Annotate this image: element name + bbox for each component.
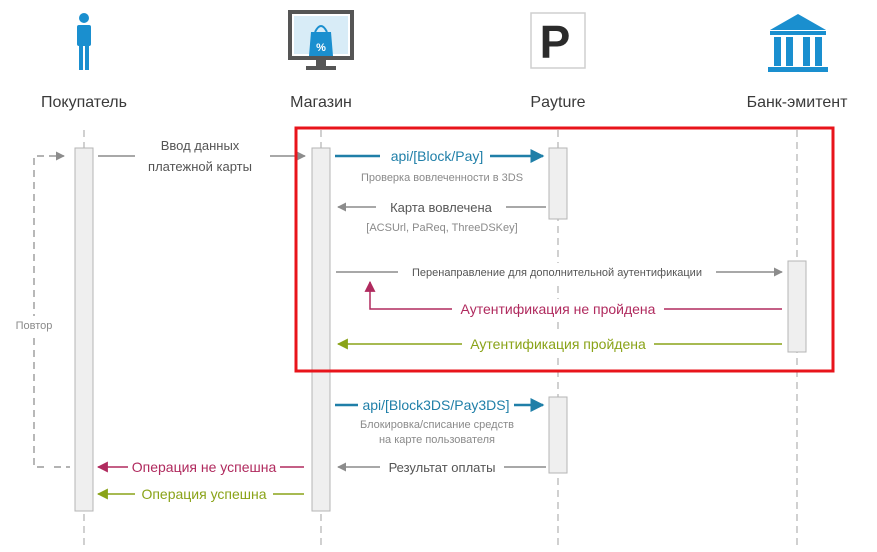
actor-name-bank: Банк-эмитент [747, 94, 849, 111]
retry-label: Повтор [16, 320, 53, 332]
payture-logo-icon: P [530, 12, 586, 69]
message-redirect-auth: Перенаправление для дополнительной аутен… [336, 263, 783, 281]
payment-result-label: Результат оплаты [389, 460, 496, 475]
check-3ds-label: Проверка вовлеченности в 3DS [361, 172, 523, 184]
activation-payture-2 [548, 396, 568, 474]
operation-success-label: Операция успешна [141, 486, 266, 502]
activation-bars [74, 147, 807, 512]
redirect-auth-label: Перенаправление для дополнительной аутен… [412, 267, 702, 279]
shop-monitor-icon: % [288, 10, 354, 70]
actor-name-buyer: Покупатель [41, 94, 127, 111]
operation-failed-label: Операция не успешна [132, 459, 277, 475]
message-operation-success: Операция успешна [96, 484, 304, 504]
percent-glyph: % [316, 42, 326, 54]
bank-building-icon [768, 14, 828, 72]
message-operation-failed: Операция не успешна [96, 457, 304, 477]
message-api-block-pay: api/[Block/Pay] Проверка вовлеченности в… [335, 146, 545, 184]
activation-payture-1 [548, 147, 568, 220]
activation-shop [311, 147, 331, 512]
message-api-3ds: api/[Block3DS/Pay3DS] Блокировка/списани… [335, 395, 545, 446]
auth-failed-label: Аутентификация не пройдена [461, 301, 656, 317]
payture-letter: P [540, 16, 571, 68]
message-auth-passed: Аутентификация пройдена [336, 334, 782, 354]
card-input-label-line1: Ввод данных [161, 138, 240, 153]
message-auth-failed: Аутентификация не пройдена [364, 280, 782, 319]
actor-name-payture: Payture [530, 94, 585, 111]
activation-bank [787, 260, 807, 353]
activation-buyer [74, 147, 94, 512]
message-payment-result: Результат оплаты [337, 458, 546, 476]
card-input-label-line2: платежной карты [148, 159, 252, 174]
auth-passed-label: Аутентификация пройдена [470, 336, 646, 352]
api-3ds-label: api/[Block3DS/Pay3DS] [362, 397, 509, 413]
retry-loop: Повтор [14, 151, 70, 468]
block-charge-label-line2: на карте пользователя [379, 434, 495, 446]
message-card-enrolled: Карта вовлечена [ACSUrl, PaReq, ThreeDSK… [337, 198, 546, 234]
api-block-pay-label: api/[Block/Pay] [391, 148, 484, 164]
message-card-input: Ввод данных платежной карты [98, 135, 306, 177]
3ds-highlight-frame [294, 126, 835, 373]
block-charge-label-line1: Блокировка/списание средств [360, 419, 514, 431]
card-enrolled-label: Карта вовлечена [390, 200, 493, 215]
actor-name-shop: Магазин [290, 94, 352, 111]
enrolled-params-label: [ACSUrl, PaReq, ThreeDSKey] [366, 222, 517, 234]
person-icon [77, 13, 91, 70]
